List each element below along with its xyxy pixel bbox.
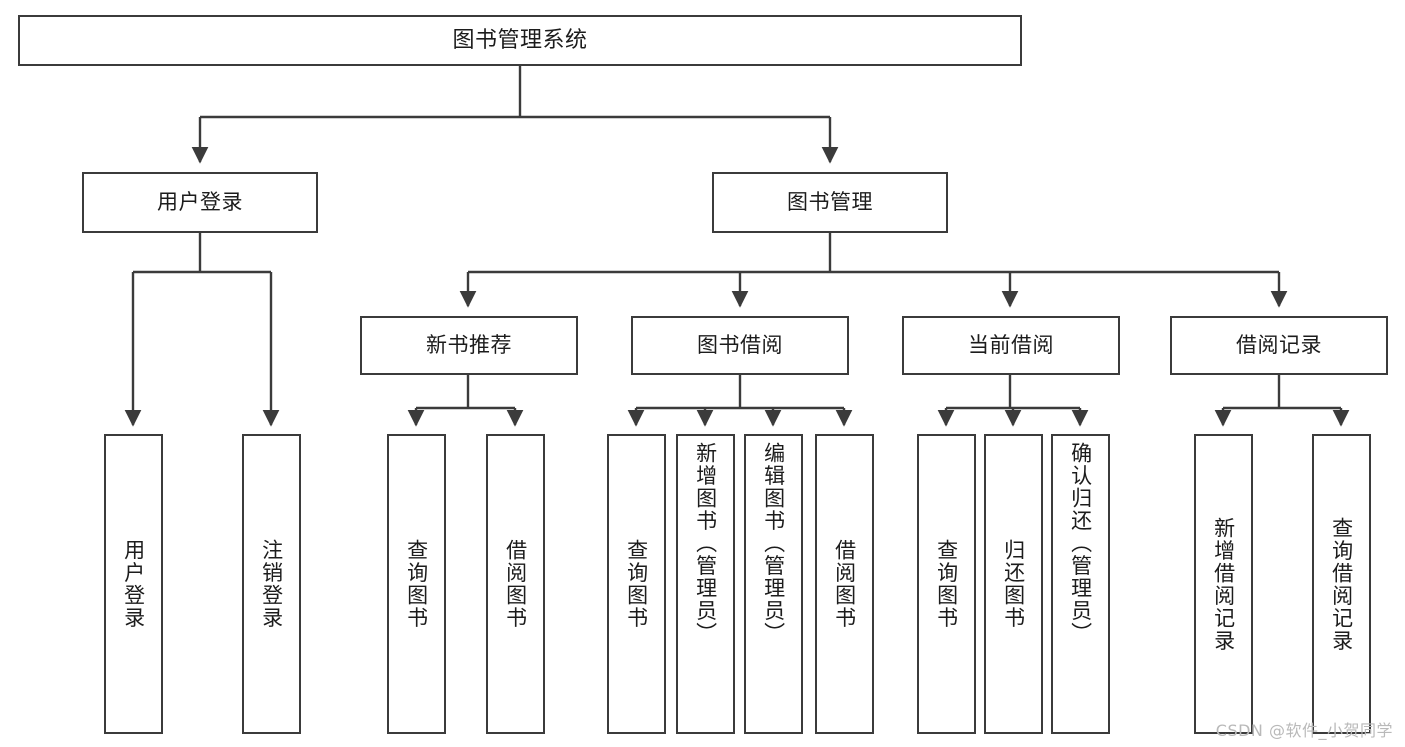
leaf-new-book-query-book[interactable]: 查询图书 bbox=[387, 434, 446, 734]
node-book-management[interactable]: 图书管理 bbox=[712, 172, 948, 233]
node-borrow-record[interactable]: 借阅记录 bbox=[1170, 316, 1388, 375]
node-label: 借阅图书 bbox=[503, 539, 528, 629]
node-label: 查询图书 bbox=[404, 539, 429, 629]
csdn-watermark: CSDN @软件_小贺同学 bbox=[1215, 721, 1393, 740]
node-label: 借阅图书 bbox=[832, 539, 857, 629]
node-label: 编辑图书（管理员） bbox=[761, 442, 786, 645]
node-new-book-recommend[interactable]: 新书推荐 bbox=[360, 316, 578, 375]
leaf-current-borrow-query-book[interactable]: 查询图书 bbox=[917, 434, 976, 734]
node-label: 图书管理系统 bbox=[452, 27, 588, 53]
node-book-borrow[interactable]: 图书借阅 bbox=[631, 316, 849, 375]
node-label: 新增图书（管理员） bbox=[693, 442, 718, 645]
node-label: 查询借阅记录 bbox=[1329, 516, 1354, 652]
node-label: 归还图书 bbox=[1001, 539, 1026, 629]
leaf-borrow-record-query-record[interactable]: 查询借阅记录 bbox=[1312, 434, 1371, 734]
node-label: 查询图书 bbox=[934, 539, 959, 629]
leaf-current-borrow-confirm-return-admin[interactable]: 确认归还（管理员） bbox=[1051, 434, 1110, 734]
node-label: 当前借阅 bbox=[968, 333, 1054, 358]
leaf-borrow-record-add-record[interactable]: 新增借阅记录 bbox=[1194, 434, 1253, 734]
leaf-user-login-logout[interactable]: 注销登录 bbox=[242, 434, 301, 734]
node-label: 用户登录 bbox=[121, 539, 146, 629]
leaf-book-borrow-query-book[interactable]: 查询图书 bbox=[607, 434, 666, 734]
node-label: 新书推荐 bbox=[426, 333, 512, 358]
node-label: 确认归还（管理员） bbox=[1068, 442, 1093, 645]
leaf-user-login-login[interactable]: 用户登录 bbox=[104, 434, 163, 734]
node-current-borrow[interactable]: 当前借阅 bbox=[902, 316, 1120, 375]
leaf-book-borrow-edit-book-admin[interactable]: 编辑图书（管理员） bbox=[744, 434, 803, 734]
node-label: 注销登录 bbox=[259, 539, 284, 629]
node-label: 图书借阅 bbox=[697, 333, 783, 358]
node-label: 用户登录 bbox=[157, 190, 243, 215]
node-user-login[interactable]: 用户登录 bbox=[82, 172, 318, 233]
leaf-book-borrow-borrow-book[interactable]: 借阅图书 bbox=[815, 434, 874, 734]
leaf-book-borrow-add-book-admin[interactable]: 新增图书（管理员） bbox=[676, 434, 735, 734]
leaf-current-borrow-return-book[interactable]: 归还图书 bbox=[984, 434, 1043, 734]
leaf-new-book-borrow-book[interactable]: 借阅图书 bbox=[486, 434, 545, 734]
node-root-book-management-system[interactable]: 图书管理系统 bbox=[18, 15, 1022, 66]
node-label: 图书管理 bbox=[787, 190, 873, 215]
node-label: 新增借阅记录 bbox=[1211, 516, 1236, 652]
node-label: 查询图书 bbox=[624, 539, 649, 629]
node-label: 借阅记录 bbox=[1236, 333, 1322, 358]
